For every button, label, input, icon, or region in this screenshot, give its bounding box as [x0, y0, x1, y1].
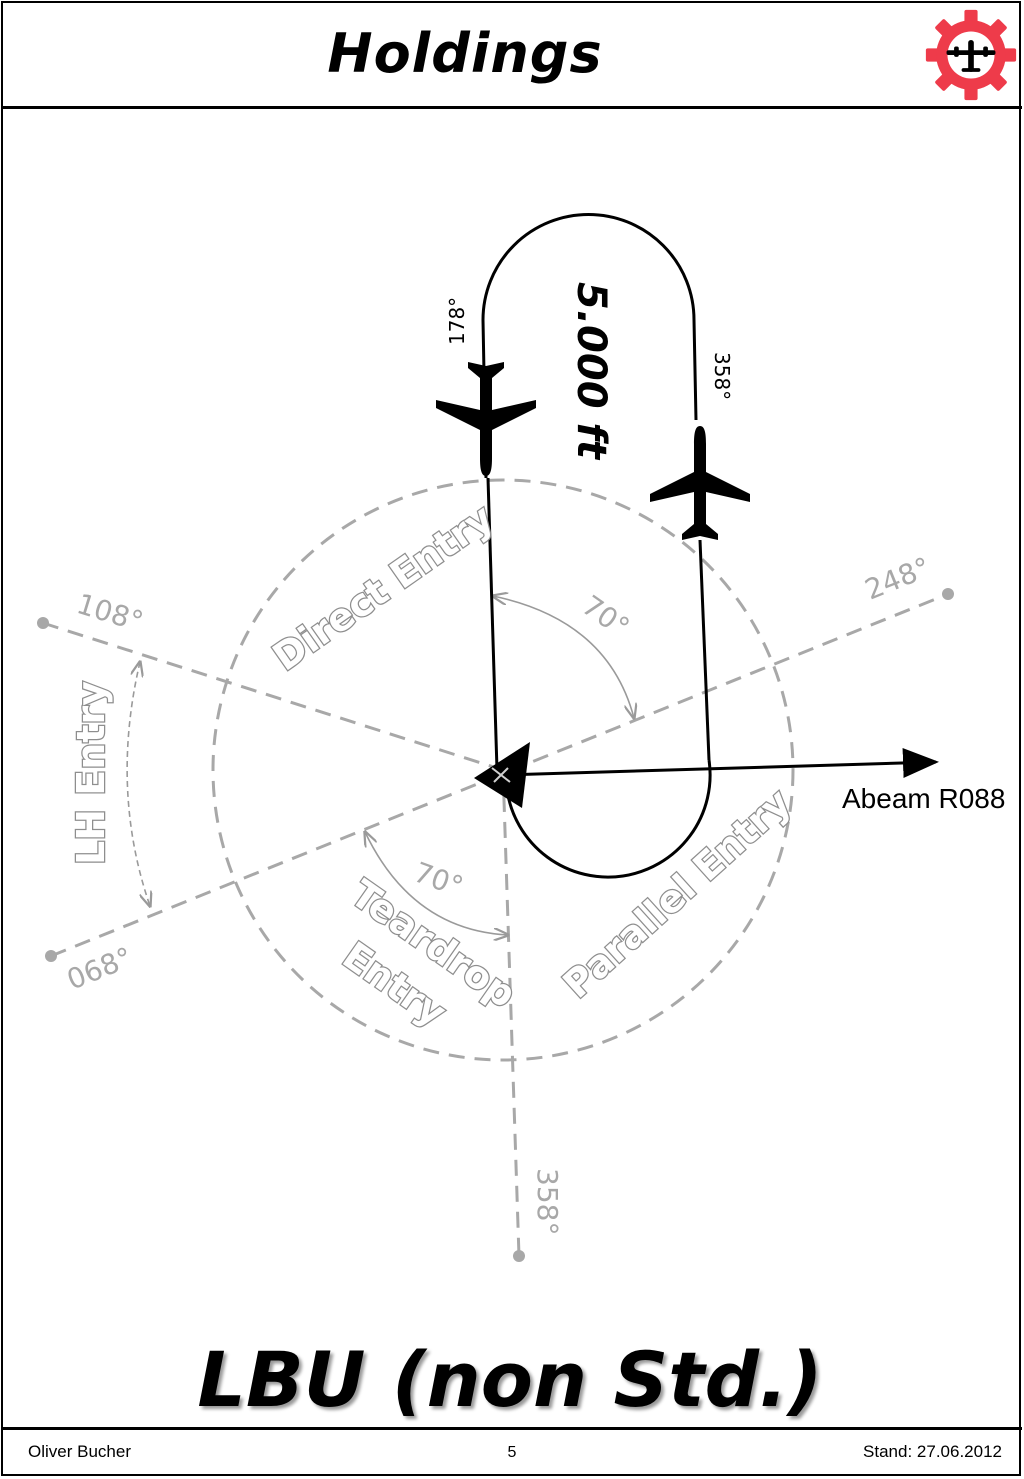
angle-arc-left	[126, 662, 150, 906]
angle-label-bottom: 70°	[410, 856, 468, 904]
sector-dot-108	[37, 617, 49, 629]
outbound-heading-label: 358°	[710, 352, 734, 400]
sector-line-108	[42, 621, 504, 772]
airplane-outbound-icon	[650, 426, 750, 540]
lh-entry-label: LH Entry	[69, 681, 113, 865]
header-divider	[2, 106, 1022, 109]
altitude-label: 5.000 ft	[568, 282, 614, 461]
page-title: Holdings	[327, 22, 603, 85]
airplane-inbound-icon	[436, 362, 536, 476]
outbound-leg	[698, 539, 711, 761]
angle-label-top: 70°	[576, 589, 636, 645]
angle-arc-bottom	[365, 832, 508, 935]
abeam-label: Abeam R088	[842, 783, 1005, 814]
heading-label-358: 358°	[531, 1168, 564, 1235]
inbound-leg	[486, 477, 499, 771]
sector-dot-358	[513, 1250, 525, 1262]
footer-page-number: 5	[507, 1444, 517, 1461]
angle-arc-top	[493, 596, 634, 718]
heading-label-248: 248°	[860, 551, 935, 607]
inbound-heading-label: 178°	[445, 297, 469, 345]
sector-line-358	[501, 769, 521, 1257]
holding-bottom-turn	[505, 759, 712, 879]
gear-airplane-logo-icon	[925, 9, 1017, 101]
parallel-entry-label: Parallel Entry	[555, 780, 800, 1007]
heading-label-108: 108°	[73, 587, 147, 638]
holding-fix-cross	[491, 767, 511, 783]
airport-caption: LBU (non Std.)	[197, 1335, 823, 1424]
holding-pattern-track	[481, 213, 698, 479]
sector-dot-248	[942, 588, 954, 600]
abeam-arrow	[502, 747, 939, 778]
entry-sector-circle	[211, 478, 795, 1062]
footer-author: Oliver Bucher	[28, 1442, 131, 1461]
direct-entry-label: Direct Entry	[265, 495, 502, 679]
footer-date: Stand: 27.06.2012	[863, 1442, 1002, 1461]
footer-divider	[2, 1427, 1022, 1430]
sector-dot-068	[45, 950, 57, 962]
heading-label-068: 068°	[62, 941, 137, 997]
